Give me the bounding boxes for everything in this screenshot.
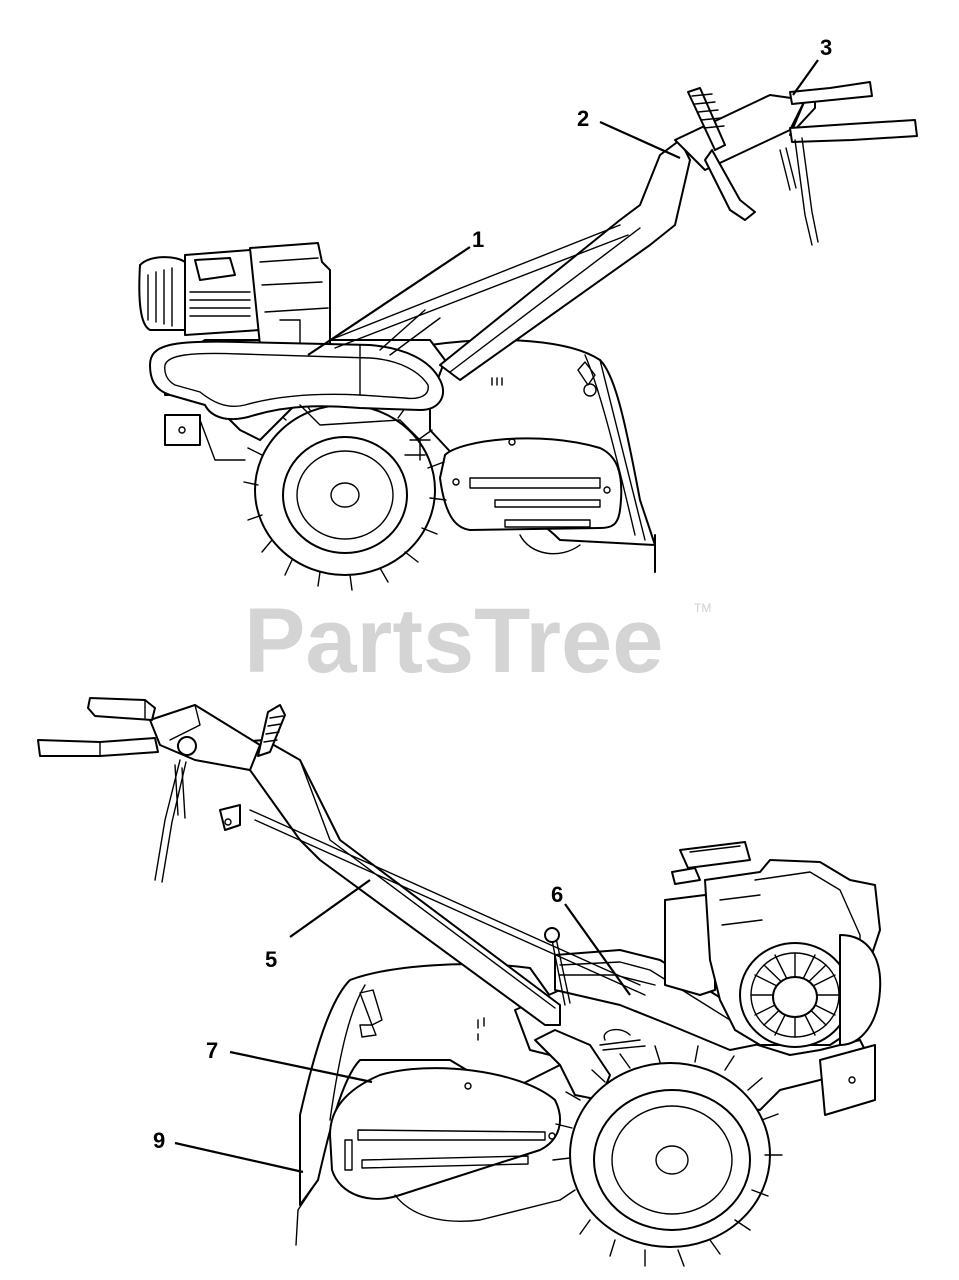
callout-5: 5 — [265, 947, 277, 972]
engine-top — [138, 242, 331, 346]
engine-bottom — [664, 841, 882, 1048]
callout-1: 1 — [472, 227, 484, 252]
watermark-text: PartsTree — [244, 590, 663, 692]
trademark-text: TM — [694, 601, 711, 615]
wheel-top — [243, 389, 447, 591]
wheel-bottom — [552, 1045, 783, 1267]
fender-top — [149, 340, 445, 421]
handle-bottom — [37, 697, 561, 1026]
callout-7: 7 — [206, 1038, 218, 1063]
callout-6: 6 — [551, 882, 563, 907]
callout-3: 3 — [820, 35, 832, 60]
tiller-view-top — [138, 81, 918, 591]
tiller-view-bottom — [37, 697, 882, 1267]
callout-9: 9 — [153, 1128, 165, 1153]
handle-top — [439, 81, 918, 381]
callouts: 1 2 3 5 6 7 9 — [153, 35, 832, 1174]
callout-2: 2 — [577, 106, 589, 131]
